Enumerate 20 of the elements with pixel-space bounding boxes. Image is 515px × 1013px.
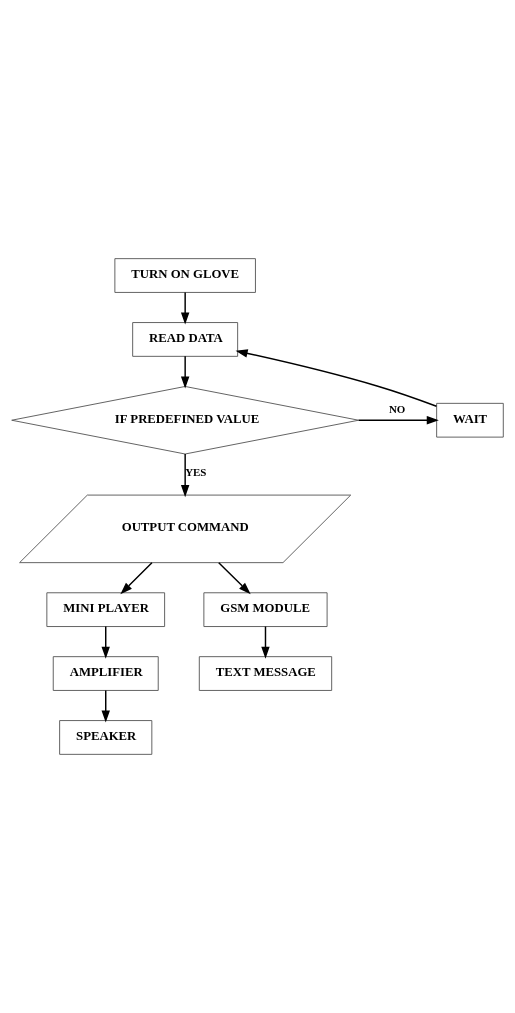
arrow — [101, 625, 110, 659]
node-box: TEXT MESSAGE — [198, 656, 333, 691]
arrow — [180, 291, 190, 325]
node-box: SPEAKER — [59, 720, 153, 755]
node-diamond: IF PREDEFINED VALUE — [11, 386, 360, 455]
arrow — [120, 562, 153, 595]
node-box: MINI PLAYER — [46, 592, 166, 627]
node-box: AMPLIFIER — [52, 656, 159, 691]
edge-label: NO — [388, 403, 406, 416]
arrow — [101, 689, 110, 723]
arrow — [357, 416, 439, 425]
arrow — [180, 453, 190, 498]
arrow — [218, 562, 251, 595]
arrow — [180, 355, 190, 389]
node-box: GSM MODULE — [203, 592, 328, 627]
arrow — [261, 625, 270, 659]
node-box: TURN ON GLOVE — [114, 258, 256, 293]
arrow — [235, 349, 438, 407]
node-box: READ DATA — [132, 322, 239, 357]
node-box: WAIT — [436, 402, 504, 438]
